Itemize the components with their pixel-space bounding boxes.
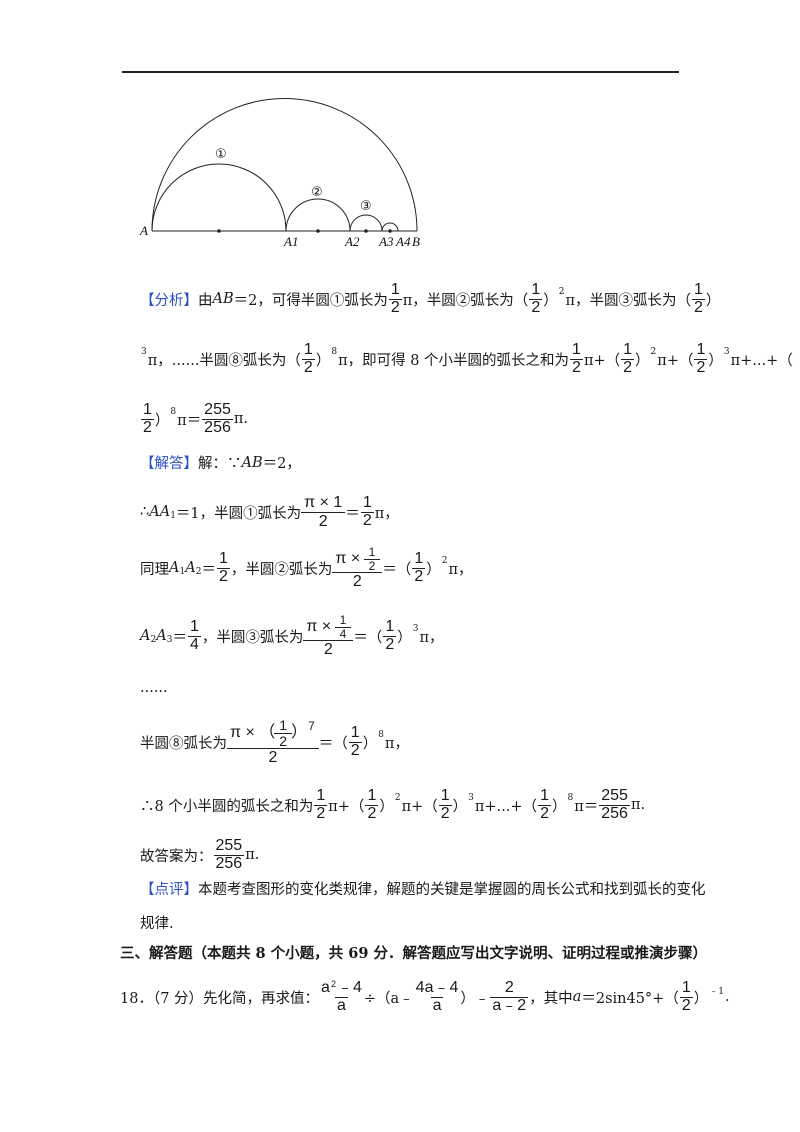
header-rule	[122, 71, 679, 73]
comment-line-2: 规律.	[140, 916, 174, 932]
label-A3: A3	[378, 234, 394, 249]
section-title: 三、解答题（本题共 8 个小题，共 69 分．解答题应写出文字说明、证明过程或推…	[120, 945, 707, 962]
comment-line-1: 【点评】 本题考查图形的变化类规律，解题的关键是掌握圆的周长公式和找到弧长的变化	[140, 878, 706, 899]
marker-3: ③	[360, 199, 372, 214]
label-B: B	[412, 234, 420, 249]
label-A: A	[139, 223, 148, 238]
fraction: a2﹣4 a	[321, 979, 362, 1014]
semicircle-figure: A A1 A2 A3 A4 B ① ② ③	[139, 98, 420, 249]
marker-2: ②	[311, 185, 323, 200]
comment-tag: 【点评】	[140, 882, 198, 898]
analysis-tag: 【分析】	[140, 292, 198, 309]
marker-1: ①	[215, 147, 227, 162]
label-A4: A4	[395, 234, 411, 249]
answer-line-1: 【解答】 解：∵ AB ＝2，	[140, 452, 301, 473]
label-A2: A2	[344, 234, 360, 249]
answer-ellipsis: ......	[140, 680, 168, 696]
answer-tag: 【解答】	[140, 456, 198, 472]
label-A1: A1	[283, 234, 298, 249]
